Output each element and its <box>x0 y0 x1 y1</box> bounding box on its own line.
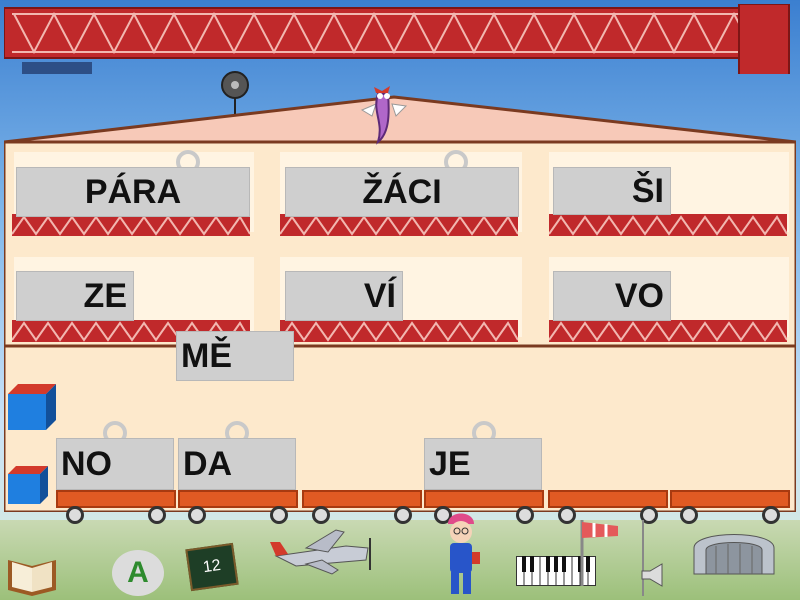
word-card[interactable]: PÁRA <box>16 167 250 217</box>
word-card-text: NO <box>61 444 112 483</box>
antenna-pole <box>642 520 644 596</box>
word-card[interactable]: ŽÁCI <box>285 167 519 217</box>
hooked-word-card[interactable]: MĚ <box>176 331 294 381</box>
cart-wheel <box>188 506 206 524</box>
rack-shelf <box>280 214 518 236</box>
cart-wheel <box>762 506 780 524</box>
cart-wheel <box>558 506 576 524</box>
cart-wheel <box>434 506 452 524</box>
rack-shelf <box>12 214 250 236</box>
cart-wheel <box>270 506 288 524</box>
blue-cube-icon <box>8 384 56 430</box>
cart-platform <box>424 490 544 508</box>
airplane-icon[interactable] <box>266 526 382 576</box>
word-card[interactable]: JE <box>424 438 542 490</box>
word-card-text: JE <box>429 444 471 483</box>
hangar-icon[interactable] <box>692 526 776 576</box>
cart-wheel <box>640 506 658 524</box>
worm-mascot-icon <box>360 86 408 145</box>
loudspeaker-icon[interactable] <box>640 562 666 588</box>
blue-cube-icon <box>8 466 48 504</box>
word-card[interactable]: VÍ <box>285 271 403 321</box>
word-card-text: PÁRA <box>84 172 182 211</box>
rack-shelf <box>549 214 787 236</box>
word-card[interactable]: ŠI <box>553 167 671 215</box>
rack-shelf <box>280 320 518 342</box>
word-card-text: MĚ <box>181 336 232 375</box>
word-card-text: ŽÁCI <box>362 172 442 211</box>
windsock-icon <box>580 520 618 586</box>
book-icon[interactable] <box>6 552 58 596</box>
alphabet-letter: A <box>127 556 149 589</box>
word-card-text: ZE <box>83 276 127 315</box>
cart-wheel <box>394 506 412 524</box>
cart-platform <box>56 490 176 508</box>
word-card[interactable]: VO <box>553 271 671 321</box>
word-card[interactable]: ZE <box>16 271 134 321</box>
word-card-text: VÍ <box>363 276 396 315</box>
cart-wheel <box>148 506 166 524</box>
rack-shelf <box>549 320 787 342</box>
cart-wheel <box>680 506 698 524</box>
alphabet-button[interactable]: A <box>112 550 164 596</box>
cart-platform <box>548 490 668 508</box>
word-card[interactable]: DA <box>178 438 296 490</box>
cart-wheel <box>66 506 84 524</box>
word-card-text: DA <box>183 444 233 483</box>
cart-wheel <box>312 506 330 524</box>
word-card-text: VO <box>614 276 664 315</box>
word-card[interactable]: NO <box>56 438 174 490</box>
worker-character[interactable] <box>438 510 484 598</box>
cart-platform <box>178 490 298 508</box>
cart-wheel <box>516 506 534 524</box>
score-value: 12 <box>201 556 222 577</box>
cart-platform <box>302 490 422 508</box>
cart-platform <box>670 490 790 508</box>
word-card-text: ŠI <box>631 171 664 210</box>
score-board[interactable]: 12 <box>185 542 239 592</box>
crane-girder <box>4 4 790 74</box>
